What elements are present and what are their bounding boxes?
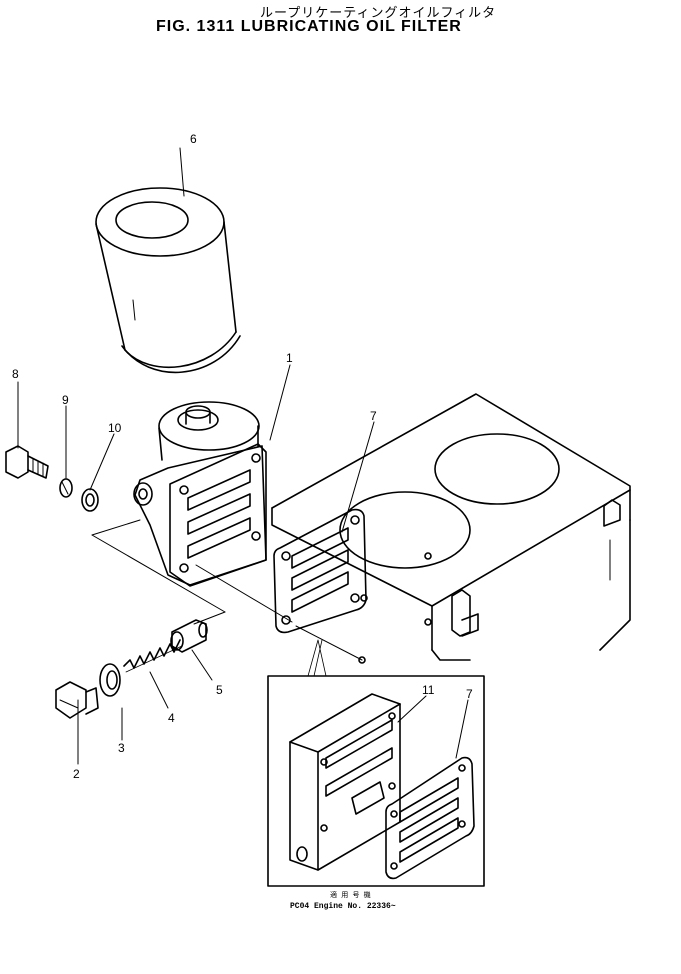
- snap-ring: [59, 478, 73, 498]
- engine-block: [271, 393, 631, 664]
- callout-8: 8: [12, 367, 19, 381]
- adapter-block: [289, 693, 401, 871]
- washer-small: [81, 488, 99, 512]
- callout-9: 9: [62, 393, 69, 407]
- valve: [170, 619, 208, 653]
- plug: [55, 681, 99, 719]
- callout-5: 5: [216, 683, 223, 697]
- inset-caption-applicability: 適 用 号 機: [330, 891, 372, 899]
- figure-title: FIG. 1311 LUBRICATING OIL FILTER: [156, 18, 462, 35]
- callout-7-upper: 7: [370, 409, 377, 423]
- callout-2: 2: [73, 767, 80, 781]
- callout-6: 6: [190, 132, 197, 146]
- callout-1: 1: [286, 351, 293, 365]
- inset-box: [267, 639, 485, 887]
- leader-lines: [17, 147, 469, 765]
- washer-large: [99, 663, 121, 697]
- filter-head: [133, 401, 267, 587]
- callout-11: 11: [422, 683, 435, 697]
- gasket-upper: [273, 508, 367, 634]
- callout-7-inset: 7: [466, 687, 473, 701]
- filter-cartridge: [95, 187, 241, 374]
- spring: [123, 639, 183, 673]
- callout-10: 10: [108, 421, 122, 435]
- callout-3: 3: [118, 741, 125, 755]
- inset-caption-serial: PC04 Engine No. 22336~: [290, 902, 396, 911]
- bolt: [5, 445, 49, 479]
- callout-4: 4: [168, 711, 175, 725]
- title-japanese: ループリケーティングオイルフィルタ: [260, 6, 497, 21]
- callouts: 6 1 8 9 10 7 5 4 3 2 11 7: [12, 132, 473, 781]
- gasket-inset: [385, 756, 475, 880]
